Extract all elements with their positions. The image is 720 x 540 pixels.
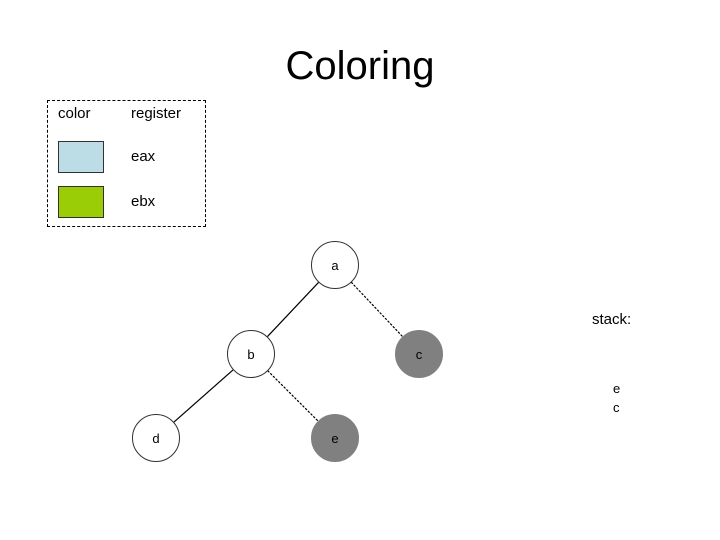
graph-node-label: e	[331, 430, 339, 446]
graph-node-label: c	[415, 346, 423, 362]
graph-node-label: b	[247, 346, 255, 362]
legend-row: eax	[48, 141, 205, 175]
legend-register-label: eax	[131, 148, 156, 165]
graph-node-c: c	[395, 330, 443, 378]
graph-edge-b-e	[267, 370, 319, 422]
legend-row: ebx	[48, 186, 205, 220]
color-swatch	[58, 141, 104, 173]
legend-header-color: color	[58, 105, 91, 122]
graph-node-d: d	[132, 414, 180, 462]
stack-entry: c	[613, 400, 620, 415]
graph-edge-a-c	[350, 281, 404, 338]
stack-entry: e	[613, 381, 621, 396]
legend-register-label: ebx	[131, 193, 156, 210]
graph-node-a: a	[311, 241, 359, 289]
color-swatch	[58, 186, 104, 218]
page-title: Coloring	[285, 44, 435, 88]
graph-edge-a-b	[267, 282, 319, 337]
graph-node-label: d	[152, 430, 160, 446]
legend-header-register: register	[131, 105, 182, 122]
graph-node-label: a	[331, 257, 339, 273]
graph-node-b: b	[227, 330, 275, 378]
stack-label: stack:	[592, 311, 632, 328]
graph-edge-b-d	[173, 369, 234, 423]
graph-node-e: e	[311, 414, 359, 462]
color-register-legend: color register eax ebx	[47, 100, 206, 227]
